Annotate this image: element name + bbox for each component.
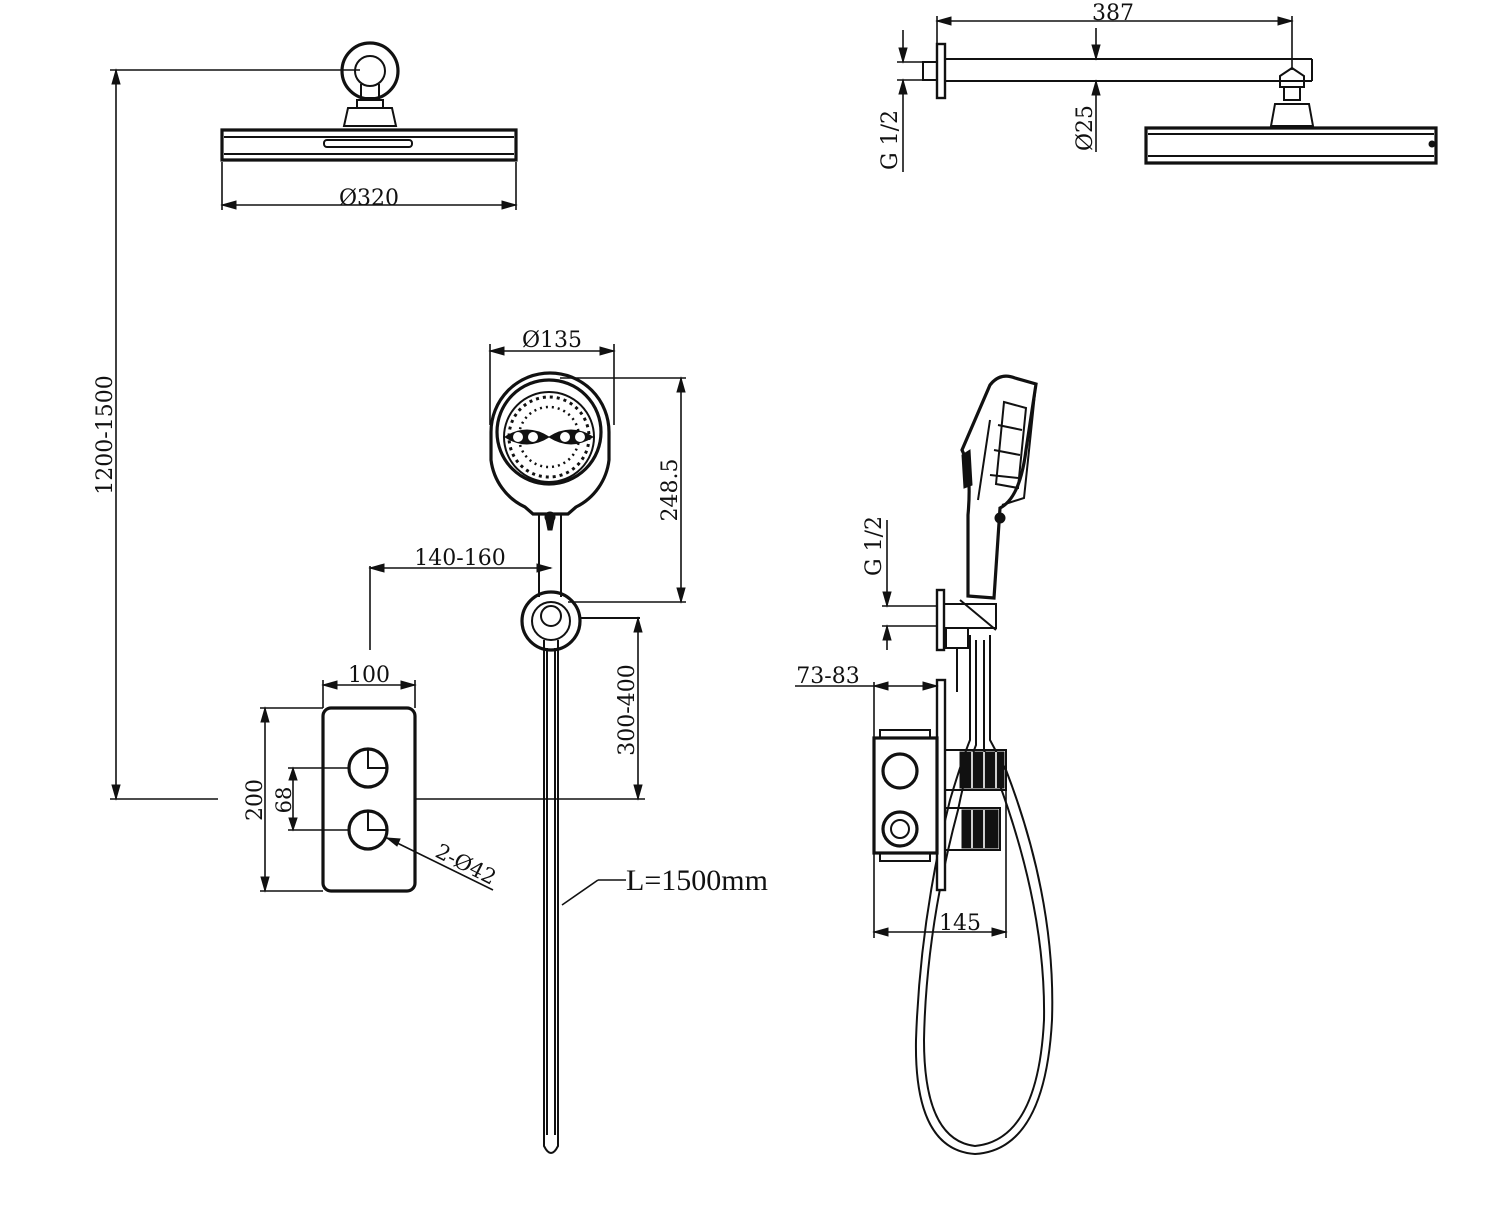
hose-length-label: L=1500mm (626, 864, 768, 897)
body-depth-dimension: 145 (872, 790, 1008, 938)
inlet-thread-top-dimension: G 1/2 (878, 30, 923, 172)
shower-head-diameter-label: Ø320 (339, 186, 399, 211)
holder-height-dimension: 300-400 (414, 616, 645, 801)
hand-shower-front (489, 371, 611, 597)
hose: L=1500mm (543, 640, 768, 1154)
handshower-height-dimension: 248.5 (560, 376, 686, 604)
panel-height-dimension: 200 (243, 706, 323, 893)
handshower-diameter-dimension: Ø135 (488, 328, 616, 425)
knob-spacing-label: 68 (272, 787, 296, 814)
handshower-height-label: 248.5 (658, 459, 683, 522)
arm-length-dimension: 387 (935, 1, 1294, 70)
hand-shower-side (960, 374, 1038, 600)
shower-head-diameter-dimension: Ø320 (220, 162, 518, 211)
install-height-label: 1200-1500 (93, 375, 118, 494)
rain-shower-head-front (220, 41, 518, 162)
knob-diameter-dimension: 2-Ø42 (385, 837, 500, 891)
arm-length-label: 387 (1092, 1, 1134, 26)
holder-height-label: 300-400 (615, 664, 640, 755)
shower-arm-side (922, 42, 1438, 165)
valve-body-side (872, 678, 1007, 892)
arm-diameter-dimension: Ø25 (1073, 28, 1101, 152)
inlet-thread-side-label: G 1/2 (862, 516, 887, 576)
wall-depth-dimension: 73-83 (795, 664, 939, 738)
install-height-dimension: 1200-1500 (93, 68, 360, 801)
panel-height-label: 200 (243, 779, 268, 821)
slide-holder (520, 590, 640, 652)
panel-width-label: 100 (348, 663, 390, 688)
handshower-diameter-label: Ø135 (522, 328, 582, 353)
panel-width-dimension: 100 (321, 663, 417, 708)
control-panel-front (321, 706, 417, 893)
inlet-thread-top-label: G 1/2 (878, 110, 903, 170)
inlet-thread-side-dimension: G 1/2 (862, 516, 937, 650)
body-depth-label: 145 (939, 911, 981, 936)
side-holder (935, 588, 997, 692)
holder-offset-label: 140-160 (414, 546, 505, 571)
knob-spacing-dimension: 68 (272, 766, 349, 832)
knob-diameter-label: 2-Ø42 (432, 839, 500, 890)
wall-depth-label: 73-83 (796, 664, 859, 689)
holder-offset-dimension: 140-160 (368, 546, 553, 650)
arm-diameter-label: Ø25 (1073, 105, 1098, 151)
